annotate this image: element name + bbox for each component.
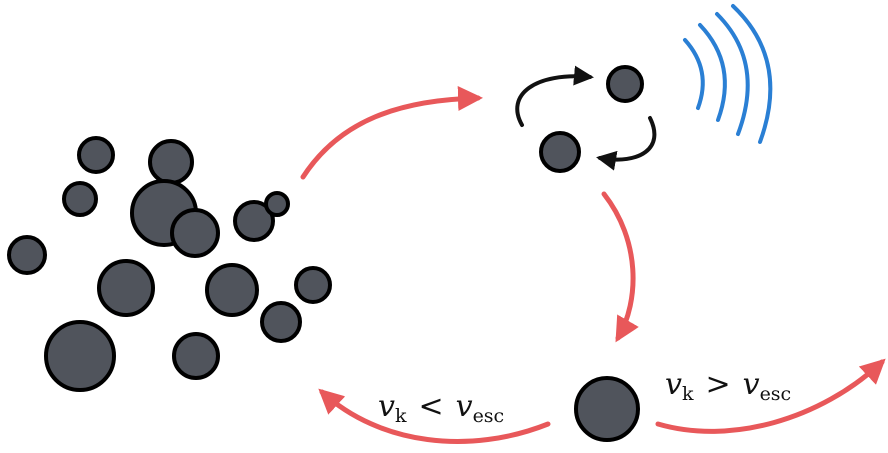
- binary-body-upper: [606, 65, 644, 103]
- orbit-arrow-lower: [596, 116, 657, 171]
- cluster-body-8: [7, 235, 47, 275]
- cluster-body-2: [148, 139, 194, 185]
- orbit-arrow-upper: [515, 65, 594, 127]
- binary-system: [515, 65, 657, 173]
- gw-wave-3: [715, 12, 750, 136]
- arrow-ejected: [655, 358, 886, 434]
- cluster-body-12: [260, 301, 302, 343]
- cluster-body-9: [97, 259, 155, 317]
- cluster-body-13: [44, 320, 116, 392]
- binary-body-lower: [539, 131, 581, 173]
- cluster-body-6: [233, 200, 275, 242]
- gravitational-waves-icon: [683, 4, 773, 144]
- merger-remnant: [574, 376, 640, 442]
- gw-wave-2: [698, 23, 727, 122]
- cluster-body-5: [170, 208, 220, 258]
- retention-condition-label: vk<vesc: [378, 389, 505, 427]
- cluster-body-7: [264, 191, 290, 217]
- cluster-body-14: [172, 332, 220, 380]
- star-cluster: [7, 136, 332, 392]
- gw-wave-1: [683, 38, 705, 110]
- cluster-body-11: [294, 266, 332, 304]
- gw-wave-4: [731, 4, 773, 144]
- cluster-body-1: [77, 136, 115, 174]
- cluster-body-3: [62, 181, 98, 217]
- arrow-binary-to-merger: [601, 191, 639, 343]
- arrow-cluster-to-binary: [300, 86, 483, 180]
- cluster-body-10: [205, 263, 259, 317]
- ejection-condition-label: vk>vesc: [665, 367, 792, 405]
- arrow-retained: [318, 388, 551, 444]
